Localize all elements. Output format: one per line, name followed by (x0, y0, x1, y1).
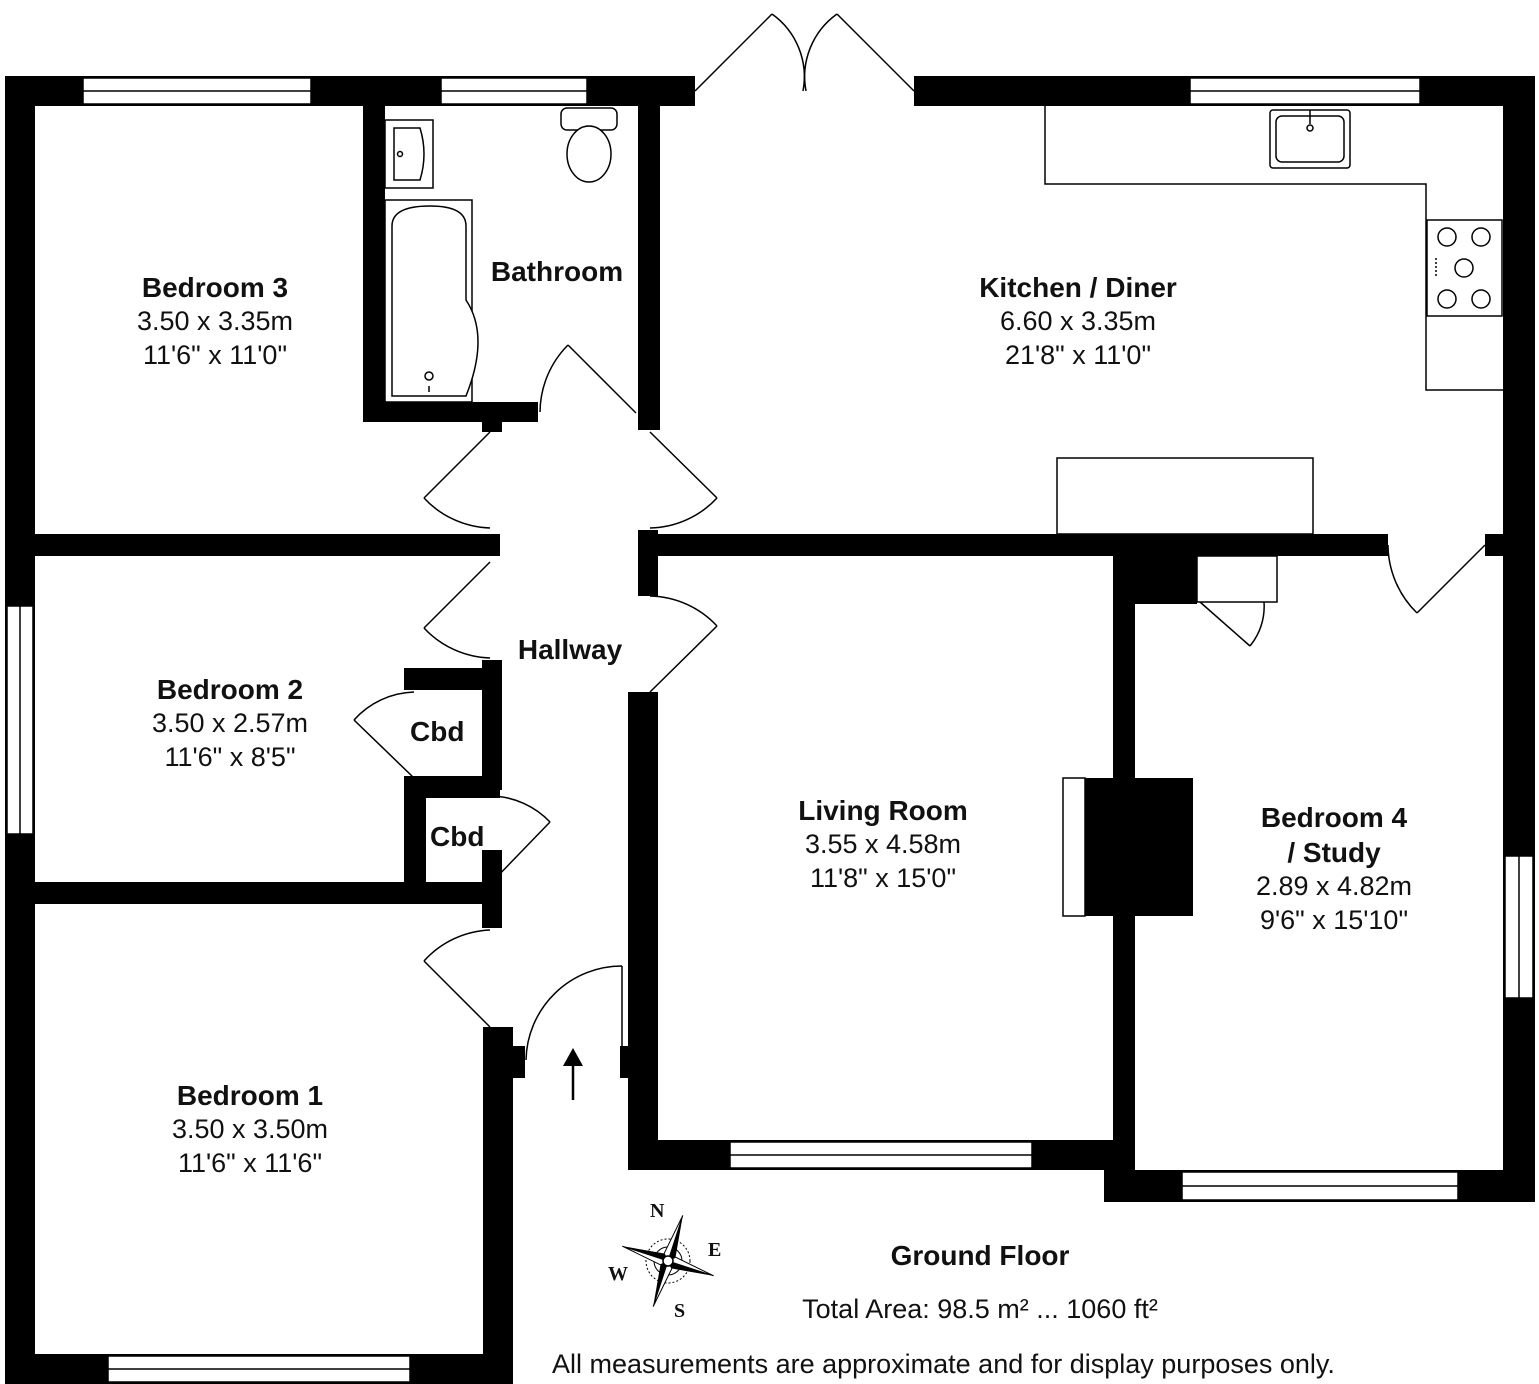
compass-icon: N E S W (608, 1200, 721, 1322)
cupboard-lower-label: Cbd (430, 821, 485, 852)
door-cupboard-lower (491, 795, 551, 883)
door-kitchen-hall (649, 431, 718, 529)
window-bedroom4 (1504, 855, 1534, 999)
room-metric: 2.89 x 4.82m (1255, 871, 1413, 901)
room-metric: 3.50 x 2.57m (151, 708, 309, 738)
room-bathroom: Bathroom (476, 254, 638, 289)
door-bedroom1 (423, 929, 491, 1028)
window-kitchen (1189, 77, 1421, 105)
door-bedroom2 (423, 561, 491, 659)
room-metric: 6.60 x 3.35m (999, 306, 1157, 336)
door-front (525, 965, 623, 1061)
room-imperial: 11'6" x 8'5" (164, 741, 296, 772)
window-bedroom4-bottom (1181, 1171, 1459, 1201)
fixtures (384, 104, 1503, 917)
window-bedroom2 (6, 605, 34, 835)
cupboard-upper-label: Cbd (410, 716, 465, 747)
room-name-line2: / Study (1287, 837, 1381, 868)
bedroom4-cupboard (1196, 555, 1278, 603)
window-bathroom (440, 77, 588, 105)
door-cupboard-upper (353, 691, 415, 779)
door-bathroom (539, 344, 637, 414)
room-imperial: 21'8" x 11'0" (1004, 339, 1152, 370)
room-name-line1: Bedroom 4 (1260, 802, 1408, 833)
room-bedroom1: Bedroom 1 3.50 x 3.50m 11'6" x 11'6" (130, 1078, 370, 1181)
compass-e: E (708, 1239, 721, 1261)
door-french-kitchen (694, 13, 915, 92)
kitchen-worktop (1044, 104, 1503, 391)
toilet-icon (560, 107, 618, 183)
room-bedroom4: Bedroom 4 / Study 2.89 x 4.82m 9'6" x 15… (1200, 800, 1468, 938)
total-area: Total Area: 98.5 m² ... 1060 ft² (802, 1294, 1158, 1324)
window-living (729, 1141, 1033, 1169)
kitchen-sink-icon (1269, 109, 1351, 169)
room-living: Living Room 3.55 x 4.58m 11'8" x 15'0" (753, 793, 1013, 896)
room-hallway: Hallway (500, 632, 640, 667)
room-imperial: 11'6" x 11'0" (142, 339, 288, 370)
door-bedroom3 (423, 431, 491, 529)
door-living (649, 595, 718, 693)
room-name: Kitchen / Diner (979, 272, 1177, 303)
fireplace-icon (1062, 777, 1104, 917)
compass-n: N (650, 1200, 665, 1222)
room-metric: 3.50 x 3.50m (171, 1114, 329, 1144)
room-bedroom2: Bedroom 2 3.50 x 2.57m 11'6" x 8'5" (110, 672, 350, 775)
windows (6, 77, 1534, 1383)
window-bedroom3 (82, 77, 312, 105)
room-name: Bedroom 1 (176, 1080, 324, 1111)
door-bedroom4-cupboard (1199, 601, 1265, 647)
kitchen-island (1056, 457, 1314, 535)
room-name: Bedroom 3 (141, 272, 289, 303)
room-bedroom3: Bedroom 3 3.50 x 3.35m 11'6" x 11'0" (95, 270, 335, 373)
bath-icon (384, 199, 479, 403)
room-name: Living Room (798, 795, 968, 826)
door-bedroom4 (1387, 544, 1486, 614)
room-kitchen: Kitchen / Diner 6.60 x 3.35m 21'8" x 11'… (938, 270, 1218, 373)
room-name: Bedroom 2 (156, 674, 304, 705)
hob-icon (1426, 219, 1503, 317)
compass-s: S (674, 1300, 685, 1322)
compass-w: W (608, 1263, 628, 1285)
room-name: Hallway (517, 634, 623, 665)
room-imperial: 11'6" x 11'6" (177, 1147, 323, 1178)
room-metric: 3.50 x 3.35m (136, 306, 294, 336)
doors (353, 13, 1486, 1061)
room-metric: 3.55 x 4.58m (804, 829, 962, 859)
basin-icon (384, 119, 434, 189)
room-imperial: 11'8" x 15'0" (809, 862, 957, 893)
entrance-arrow-icon (563, 1048, 583, 1100)
disclaimer-note: All measurements are approximate and for… (552, 1349, 1335, 1379)
window-bedroom1 (107, 1355, 411, 1383)
room-name: Bathroom (490, 256, 624, 287)
room-imperial: 9'6" x 15'10" (1259, 904, 1409, 935)
floor-title: Ground Floor (890, 1240, 1070, 1271)
